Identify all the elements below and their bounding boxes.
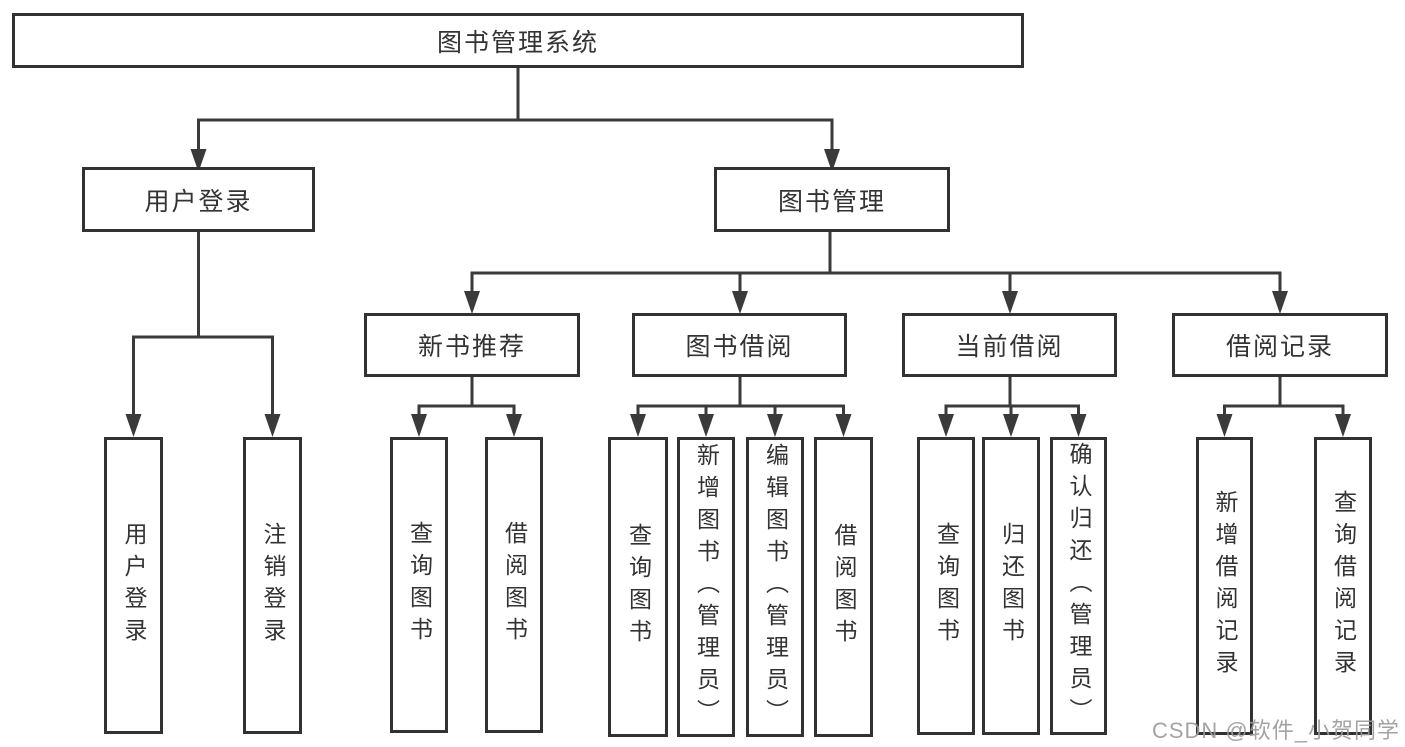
node-user-login: 用户登录 [82,167,315,232]
leaf-user-login: 用户登录 [104,437,163,734]
leaf-borrow-query-books: 查询图书 [608,437,668,737]
leaf-add-book-admin: 新增图书（管理员） [677,437,735,737]
leaf-user-login-label: 用户登录 [121,521,147,650]
leaf-recommend-borrow-books: 借阅图书 [485,437,543,733]
node-new-book-recommend: 新书推荐 [364,313,580,377]
leaf-recommend-borrow-books-label: 借阅图书 [501,521,528,649]
node-borrow-records-label: 借阅记录 [1225,333,1334,361]
leaf-confirm-return-admin: 确认归还（管理员） [1050,437,1107,735]
node-current-borrow: 当前借阅 [902,313,1117,377]
leaf-add-book-admin-label: 新增图书（管理员） [693,443,720,731]
node-current-borrow-label: 当前借阅 [955,333,1064,361]
node-root: 图书管理系统 [12,13,1024,68]
leaf-recommend-query-books-label: 查询图书 [406,521,433,649]
leaf-logout: 注销登录 [243,437,302,734]
leaf-add-borrow-record: 新增借阅记录 [1196,437,1253,735]
node-new-book-recommend-label: 新书推荐 [417,333,526,361]
leaf-add-borrow-record-label: 新增借阅记录 [1212,490,1238,682]
node-borrow-records: 借阅记录 [1172,313,1388,377]
leaf-edit-book-admin: 编辑图书（管理员） [746,437,804,737]
node-book-management: 图书管理 [714,167,950,232]
leaf-borrow-borrow-books: 借阅图书 [814,437,873,737]
leaf-current-query-books-label: 查询图书 [933,522,960,650]
leaf-return-book-label: 归还图书 [998,522,1025,650]
node-book-management-label: 图书管理 [777,187,886,216]
leaf-borrow-query-books-label: 查询图书 [625,523,652,651]
leaf-recommend-query-books: 查询图书 [390,437,448,733]
node-book-borrow: 图书借阅 [632,313,847,377]
node-root-label: 图书管理系统 [436,28,599,57]
arrowheads [125,149,1351,437]
node-book-borrow-label: 图书借阅 [685,333,794,361]
leaf-return-book: 归还图书 [982,437,1040,735]
leaf-borrow-borrow-books-label: 借阅图书 [831,523,857,651]
node-user-login-label: 用户登录 [144,187,253,216]
watermark-text: CSDN @软件_小贺同学 [1151,718,1400,743]
leaf-confirm-return-admin-label: 确认归还（管理员） [1066,442,1092,730]
leaf-edit-book-admin-label: 编辑图书（管理员） [762,443,789,731]
leaf-current-query-books: 查询图书 [917,437,975,735]
leaf-query-borrow-record: 查询借阅记录 [1314,437,1372,735]
leaf-logout-label: 注销登录 [260,521,286,650]
leaf-query-borrow-record-label: 查询借阅记录 [1330,490,1357,682]
